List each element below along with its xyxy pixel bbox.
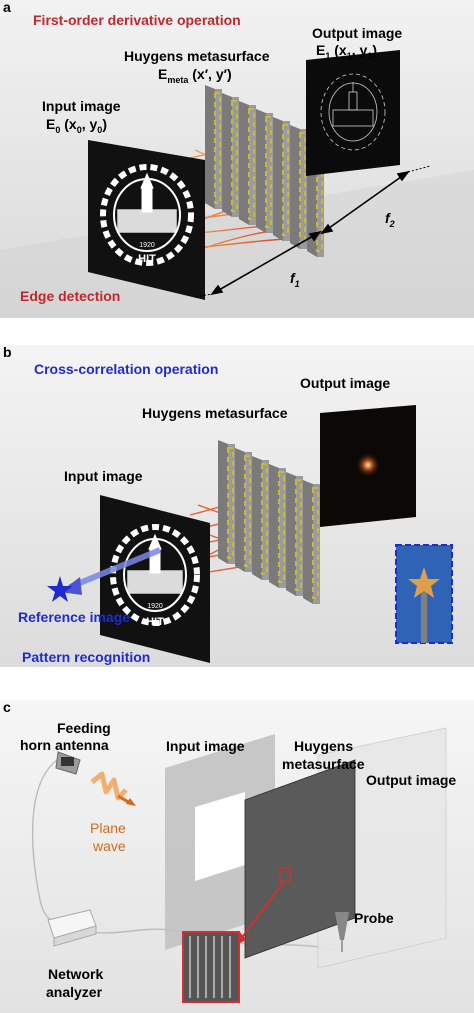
probe-label: Probe <box>354 910 394 926</box>
reference-star-icon <box>47 576 73 602</box>
input-logo <box>110 524 200 626</box>
reference-image-label: Reference image <box>18 609 131 625</box>
feeding-label-line1: Feeding <box>57 720 111 736</box>
plane-wave-label-line1: Plane <box>90 820 126 836</box>
panel-c: c Feeding horn antenna Input image Huyge… <box>0 700 474 1013</box>
panel-a-letter: a <box>3 0 11 15</box>
metasurface-panel <box>244 759 356 959</box>
focal-length-f2: f2 <box>385 210 395 229</box>
zoom-arrow <box>239 881 285 941</box>
input-image-label: Input image <box>42 98 121 114</box>
panel-b: 1920 HIT b Cross-correlation operation O <box>0 345 474 667</box>
metasurface-label: Huygens metasurface <box>142 405 288 421</box>
panel-a: 1920 HIT <box>0 0 474 318</box>
network-analyzer-label-line1: Network <box>48 966 104 982</box>
output-field: E1 (x1, y1) <box>316 42 377 61</box>
correlation-peak <box>356 453 380 477</box>
panel-a-footer: Edge detection <box>20 288 121 304</box>
inset-image <box>395 544 453 644</box>
panel-b-footer: Pattern recognition <box>22 649 151 665</box>
dimension-arrows <box>195 165 431 298</box>
input-logo-year: 1920 <box>147 603 163 610</box>
panel-b-letter: b <box>3 345 12 360</box>
input-image-label: Input image <box>64 468 143 484</box>
input-image-label: Input image <box>166 738 245 754</box>
output-image-screen <box>306 50 400 176</box>
probe-icon <box>335 912 349 952</box>
panel-c-letter: c <box>3 700 11 715</box>
input-logo-text: HIT <box>146 616 164 628</box>
focal-length-f1: f1 <box>290 270 300 289</box>
metasurface-label-line1: Huygens <box>294 738 354 754</box>
metasurface-label-line2: metasurface <box>282 756 365 772</box>
output-image-label: Output image <box>366 772 457 788</box>
panel-b-title: Cross-correlation operation <box>34 361 219 377</box>
metasurface-plates <box>218 440 320 604</box>
horn-antenna-icon <box>55 751 81 775</box>
plane-wave-label-line2: wave <box>93 838 126 854</box>
output-image-label: Output image <box>312 25 403 41</box>
feeding-label-line2: horn antenna <box>20 737 109 753</box>
network-analyzer-label-line2: analyzer <box>46 984 103 1000</box>
metasurface-field: Emeta (x′, y′) <box>158 66 232 85</box>
panel-a-title: First-order derivative operation <box>33 12 241 28</box>
output-image-label: Output image <box>300 375 391 391</box>
input-field: E0 (x0, y0) <box>46 116 107 135</box>
output-logo <box>320 73 386 151</box>
panel-a-illustration: 1920 HIT <box>0 50 474 318</box>
metasurface-label: Huygens metasurface <box>124 48 270 64</box>
input-logo-year: 1920 <box>139 242 155 249</box>
input-logo <box>100 164 194 266</box>
panel-b-illustration: 1920 HIT <box>47 405 453 663</box>
plane-wave-icon <box>90 771 136 806</box>
input-logo-text: HIT <box>138 253 156 265</box>
unit-cell-zoom <box>182 931 240 1003</box>
panel-c-illustration <box>31 727 447 1003</box>
network-analyzer-icon <box>47 909 97 947</box>
